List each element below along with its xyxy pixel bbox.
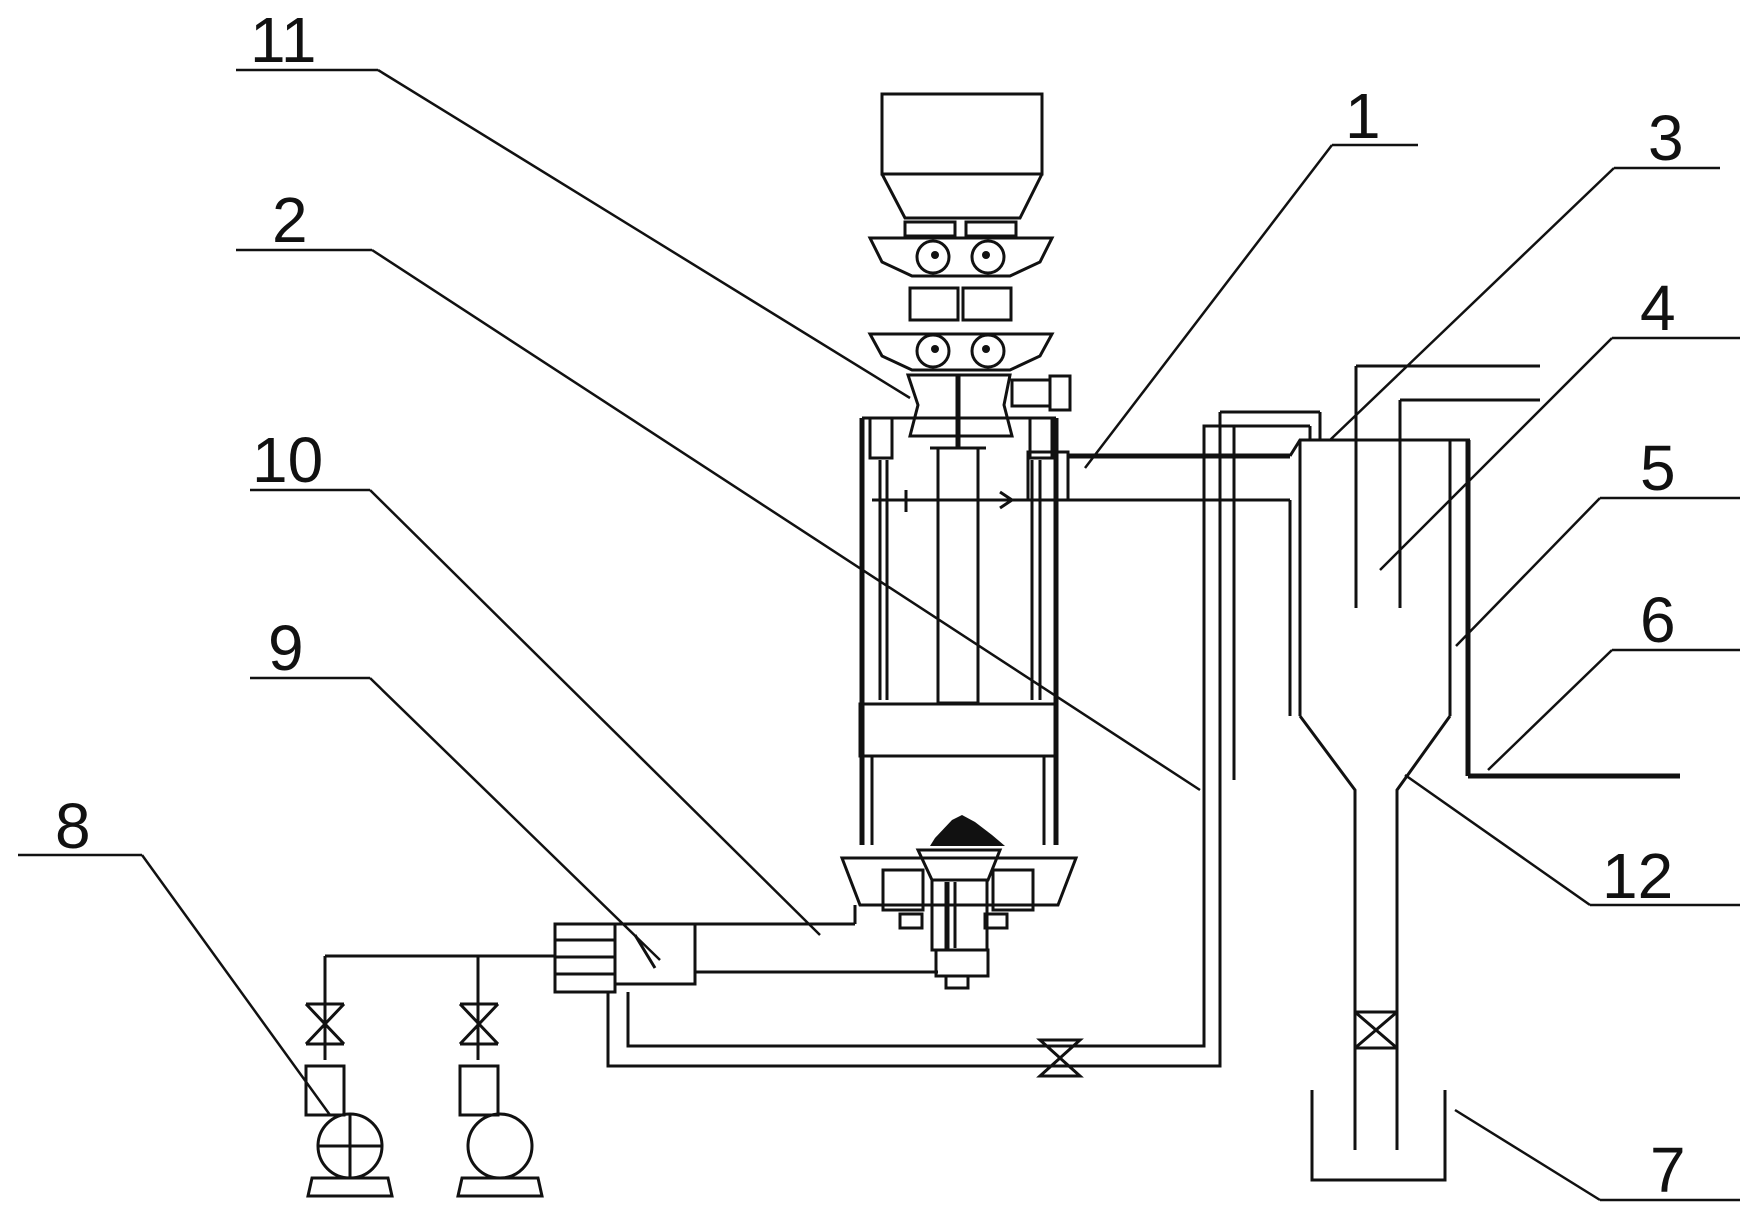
label-6: 6: [1640, 584, 1676, 656]
lower-roller-stage: [867, 332, 1055, 372]
dipleg-valve: [1354, 1010, 1398, 1050]
crusher-body: [908, 286, 1013, 322]
vertical-mill: [839, 92, 1079, 990]
label-9: 9: [268, 612, 304, 684]
feed-hopper: [880, 92, 1044, 220]
blower-right: [456, 1002, 544, 1198]
recycle-pipe: [606, 412, 1310, 1078]
leader-lines: [18, 68, 1740, 1202]
collecting-tank: [1310, 1090, 1447, 1182]
label-7: 7: [1650, 1134, 1686, 1206]
feed-chute: [905, 373, 1072, 438]
cyclone-separator: [1298, 364, 1680, 1182]
upper-roller-stage: [867, 220, 1055, 278]
grinding-bed: [839, 815, 1079, 990]
label-3: 3: [1648, 102, 1684, 174]
label-2: 2: [272, 184, 308, 256]
label-12: 12: [1602, 840, 1673, 912]
recycle-valve: [1036, 1038, 1084, 1078]
label-4: 4: [1640, 272, 1676, 344]
label-10: 10: [252, 424, 323, 496]
label-1: 1: [1345, 80, 1381, 152]
reference-numerals: 11 2 10 9 8 1 3 4 5 6 12 7: [55, 4, 1686, 1206]
label-8: 8: [55, 790, 91, 862]
label-5: 5: [1640, 432, 1676, 504]
air-distributor: [323, 905, 938, 1060]
blower-left: [304, 1002, 394, 1198]
outlet-duct: [1026, 410, 1428, 780]
label-11: 11: [250, 4, 316, 76]
